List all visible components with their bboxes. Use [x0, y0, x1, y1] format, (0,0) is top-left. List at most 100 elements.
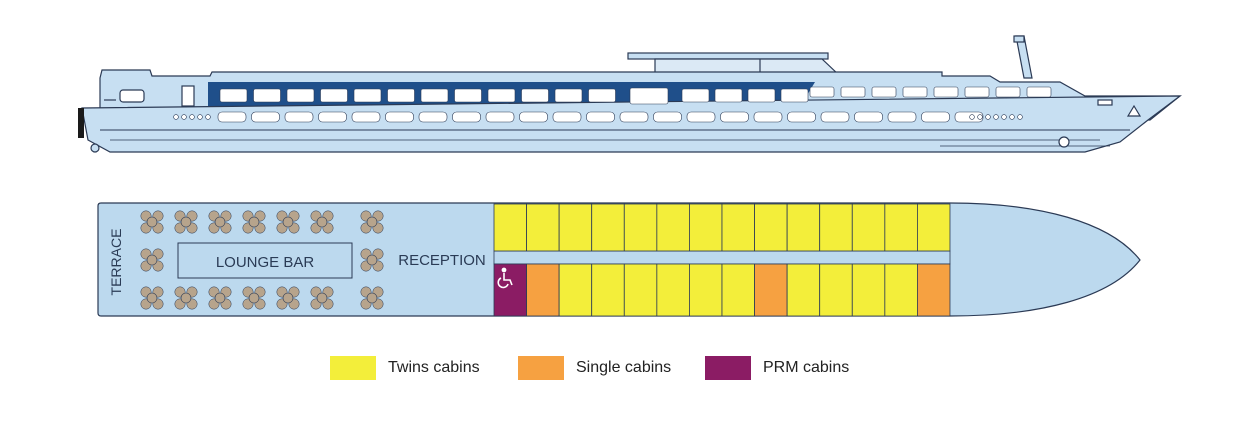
legend-item-twin: Twins cabins: [330, 356, 480, 380]
porthole: [1009, 114, 1015, 120]
window: [887, 111, 917, 123]
window: [753, 111, 783, 123]
table-with-chairs: [276, 286, 300, 310]
window: [351, 111, 381, 123]
window: [485, 111, 515, 123]
cabin-twin: [721, 263, 755, 317]
window: [933, 86, 959, 98]
porthole: [993, 114, 999, 120]
window: [251, 111, 280, 123]
window: [629, 87, 669, 105]
porthole: [173, 114, 179, 120]
window: [320, 88, 348, 103]
table-with-chairs: [276, 210, 300, 234]
legend-item-single: Single cabins: [518, 356, 671, 380]
cabin-twin: [526, 203, 560, 252]
table-with-chairs: [360, 210, 384, 234]
propeller-icon: [90, 143, 100, 153]
window: [454, 88, 482, 103]
table-with-chairs: [140, 248, 164, 272]
window: [521, 88, 549, 103]
cabin-twin: [689, 203, 723, 252]
lounge-bar-label: LOUNGE BAR: [216, 254, 315, 271]
table-with-chairs: [208, 286, 232, 310]
mast-top: [1013, 35, 1025, 43]
window: [995, 86, 1021, 98]
table-with-chairs: [208, 210, 232, 234]
window: [840, 86, 866, 98]
window: [820, 111, 850, 123]
table-with-chairs: [174, 286, 198, 310]
window: [747, 88, 776, 103]
legend: Twins cabins Single cabins PRM cabins: [0, 356, 1260, 386]
cabin-twin: [591, 203, 625, 252]
anchor-icon: [1058, 136, 1070, 148]
window: [720, 111, 749, 123]
upper-window-row: [219, 86, 1052, 105]
window: [902, 86, 928, 98]
porthole-row: [173, 114, 1023, 120]
cabin-twin: [851, 263, 886, 317]
window: [385, 111, 414, 123]
cabin-row-bottom: [493, 263, 951, 317]
legend-label-single: Single cabins: [576, 359, 672, 376]
window: [552, 111, 582, 123]
window: [219, 88, 248, 103]
window: [286, 88, 315, 103]
lounge-seating: [140, 210, 384, 310]
legend-swatch-single: [518, 356, 564, 380]
window: [954, 111, 984, 123]
window: [586, 111, 615, 123]
window: [318, 111, 347, 123]
cabin-row-top: [493, 203, 951, 252]
reception-label: RECEPTION: [398, 252, 486, 269]
cabin-twin: [819, 203, 853, 252]
deck-plan: LOUNGE BAR RECEPTION TERRACE: [97, 202, 1141, 317]
window: [780, 88, 809, 103]
window: [588, 88, 616, 103]
cabin-twin: [819, 263, 853, 317]
legend-swatch-prm: [705, 356, 751, 380]
table-with-chairs: [174, 210, 198, 234]
porthole: [197, 114, 203, 120]
window: [714, 88, 743, 103]
sun-deck-canopy: [627, 52, 829, 60]
cabin-twin: [591, 263, 625, 317]
cabin-single: [754, 263, 788, 317]
cabin-twin: [917, 203, 951, 252]
cabin-twin: [851, 203, 886, 252]
window: [420, 88, 449, 103]
window: [809, 86, 835, 98]
cabin-twin: [656, 263, 690, 317]
cabin-twin: [623, 263, 658, 317]
cabin-twin: [884, 263, 918, 317]
terrace-label: TERRACE: [108, 229, 124, 296]
window: [519, 111, 548, 123]
legend-label-prm: PRM cabins: [763, 359, 850, 376]
legend-swatch-twin: [330, 356, 376, 380]
porthole: [969, 114, 975, 120]
window: [653, 111, 682, 123]
cabin-twin: [558, 203, 593, 252]
table-with-chairs: [360, 286, 384, 310]
cabin-twin: [786, 263, 821, 317]
window: [253, 88, 281, 103]
porthole: [1017, 114, 1023, 120]
table-with-chairs: [140, 210, 164, 234]
cabin-twin: [884, 203, 918, 252]
porthole: [977, 114, 983, 120]
cabin-single: [917, 263, 951, 317]
table-with-chairs: [310, 286, 334, 310]
window: [452, 111, 481, 123]
cabin-twin: [558, 263, 593, 317]
cabin-twin: [754, 203, 788, 252]
lower-window-row: [217, 111, 984, 123]
legend-label-twin: Twins cabins: [388, 359, 480, 376]
cabin-single: [526, 263, 560, 317]
legend-item-prm: PRM cabins: [705, 356, 849, 380]
window: [686, 111, 716, 123]
window: [1026, 86, 1052, 98]
porthole: [181, 114, 187, 120]
corridor: [493, 250, 951, 265]
